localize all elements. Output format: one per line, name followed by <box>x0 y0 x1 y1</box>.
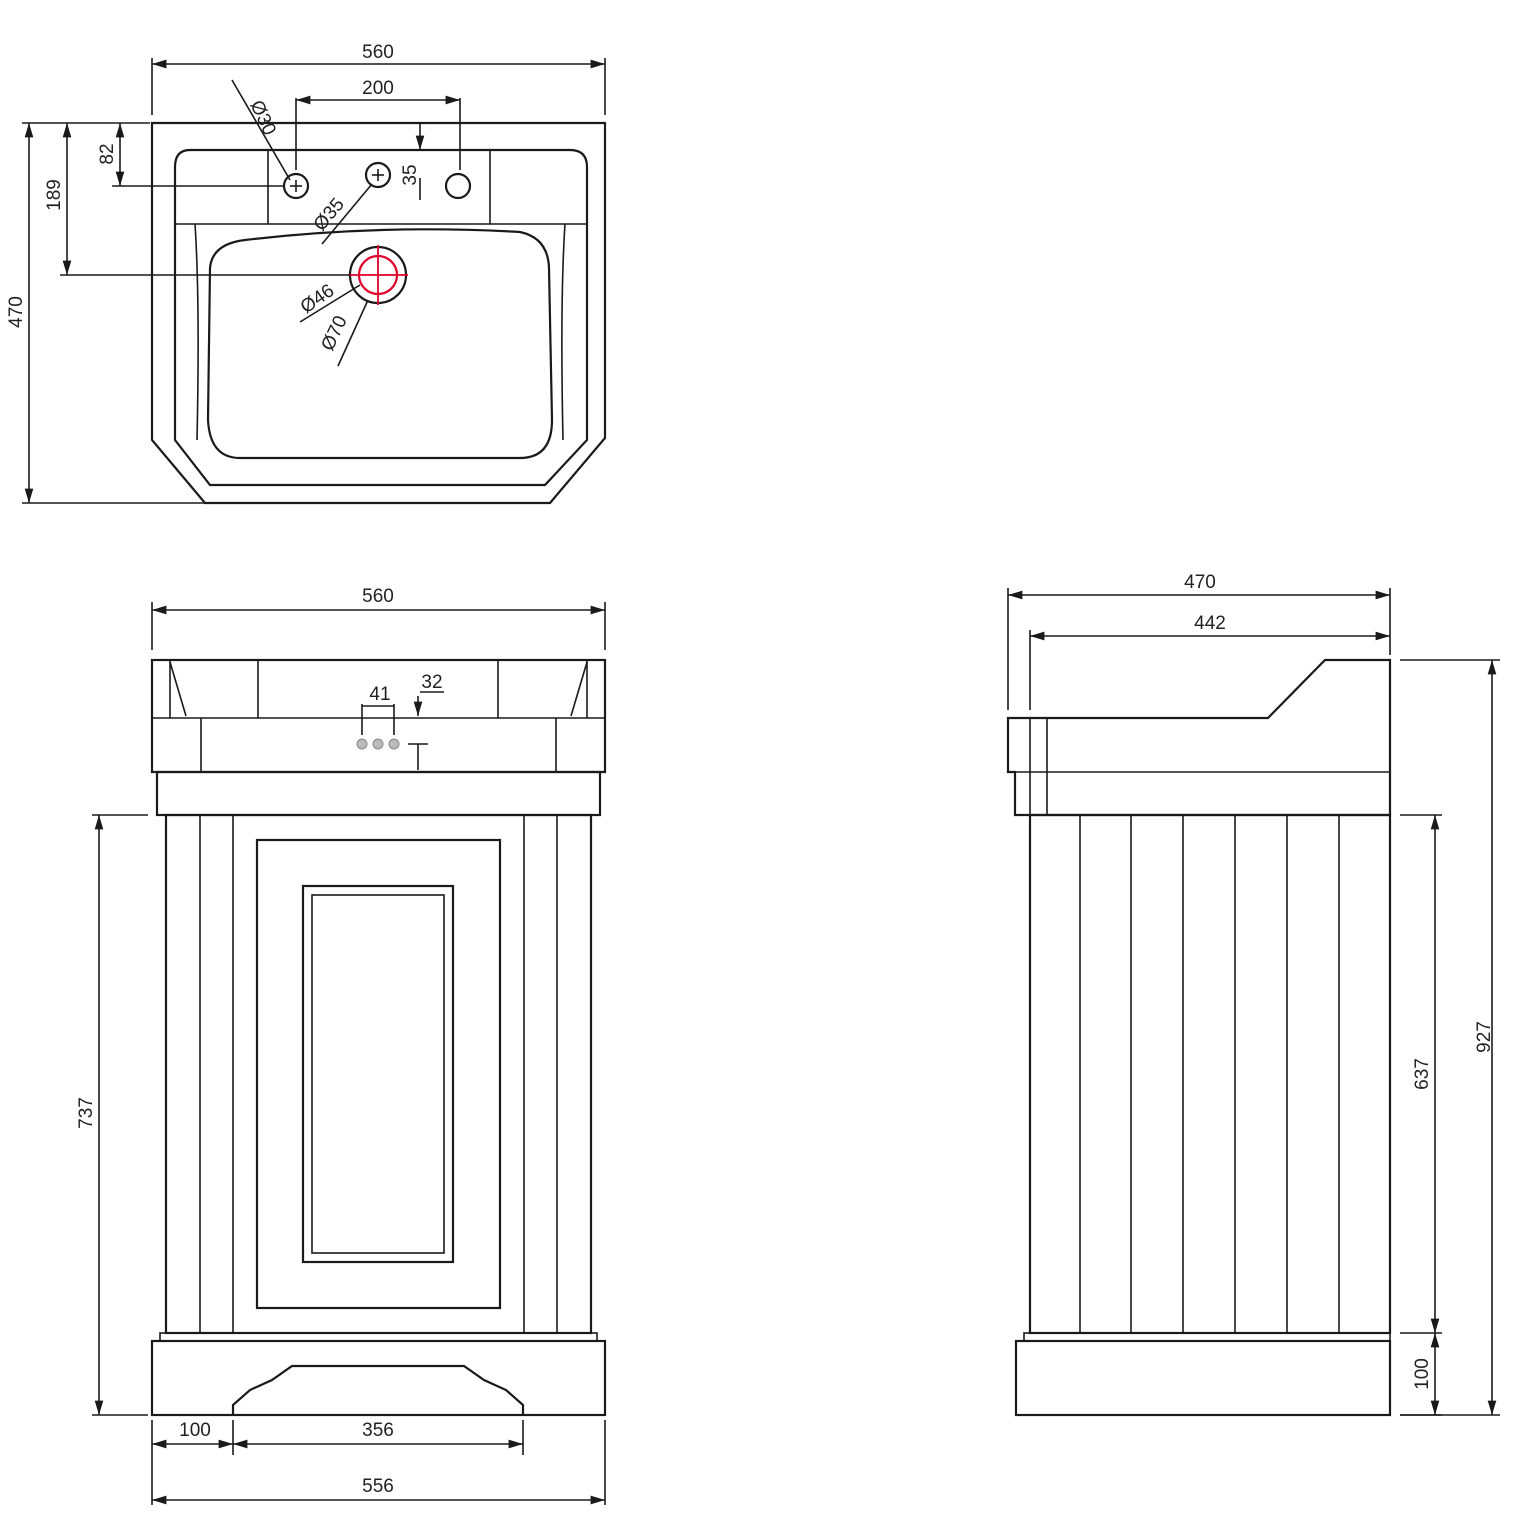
cabinet-door <box>255 838 502 1310</box>
tap-hole-right <box>444 172 472 200</box>
side-depth-label: 470 <box>1184 572 1216 593</box>
plinth-side-label: 100 <box>179 1420 211 1441</box>
front-view: 41 32 560 737 <box>76 586 607 1505</box>
side-basin-depth-label: 442 <box>1194 613 1226 634</box>
tap-hole-center <box>364 161 392 189</box>
basin-bowl <box>206 228 554 460</box>
tap-height-label: 35 <box>400 164 421 185</box>
front-height-label: 737 <box>76 1097 97 1129</box>
tap-deck <box>267 150 491 225</box>
side-total-height-label: 927 <box>1474 1021 1495 1053</box>
plan-view: 560 200 Ø30 Ø35 Ø46 Ø70 35 82 189 <box>6 42 607 505</box>
plinth-arch <box>231 1364 525 1415</box>
tap-hole-dia-label: Ø30 <box>245 97 279 138</box>
basin-outline <box>150 121 607 505</box>
front-tap-spacing-label: 41 <box>369 684 390 705</box>
side-cabinet-height-label: 637 <box>1412 1058 1433 1090</box>
waste-outlet <box>348 245 408 305</box>
side-basin-profile <box>1006 658 1392 817</box>
front-width-label: 560 <box>362 586 394 607</box>
tap-offset-y-label: 82 <box>97 143 118 164</box>
side-view: 470 442 927 637 100 <box>1006 572 1500 1417</box>
plan-width-label: 560 <box>362 42 394 63</box>
waste-offset-y-label: 189 <box>44 179 65 211</box>
overflow-dia-label: Ø35 <box>310 194 349 235</box>
plan-depth-label: 470 <box>6 296 27 328</box>
tap-hole-left <box>282 172 310 200</box>
plan-tap-spacing-label: 200 <box>362 78 394 99</box>
plinth-arch-label: 356 <box>362 1420 394 1441</box>
basin-rim <box>173 148 589 487</box>
base-width-label: 556 <box>362 1476 394 1497</box>
front-tap-offset-label: 32 <box>421 672 442 693</box>
side-plinth-height-label: 100 <box>1412 1358 1433 1390</box>
